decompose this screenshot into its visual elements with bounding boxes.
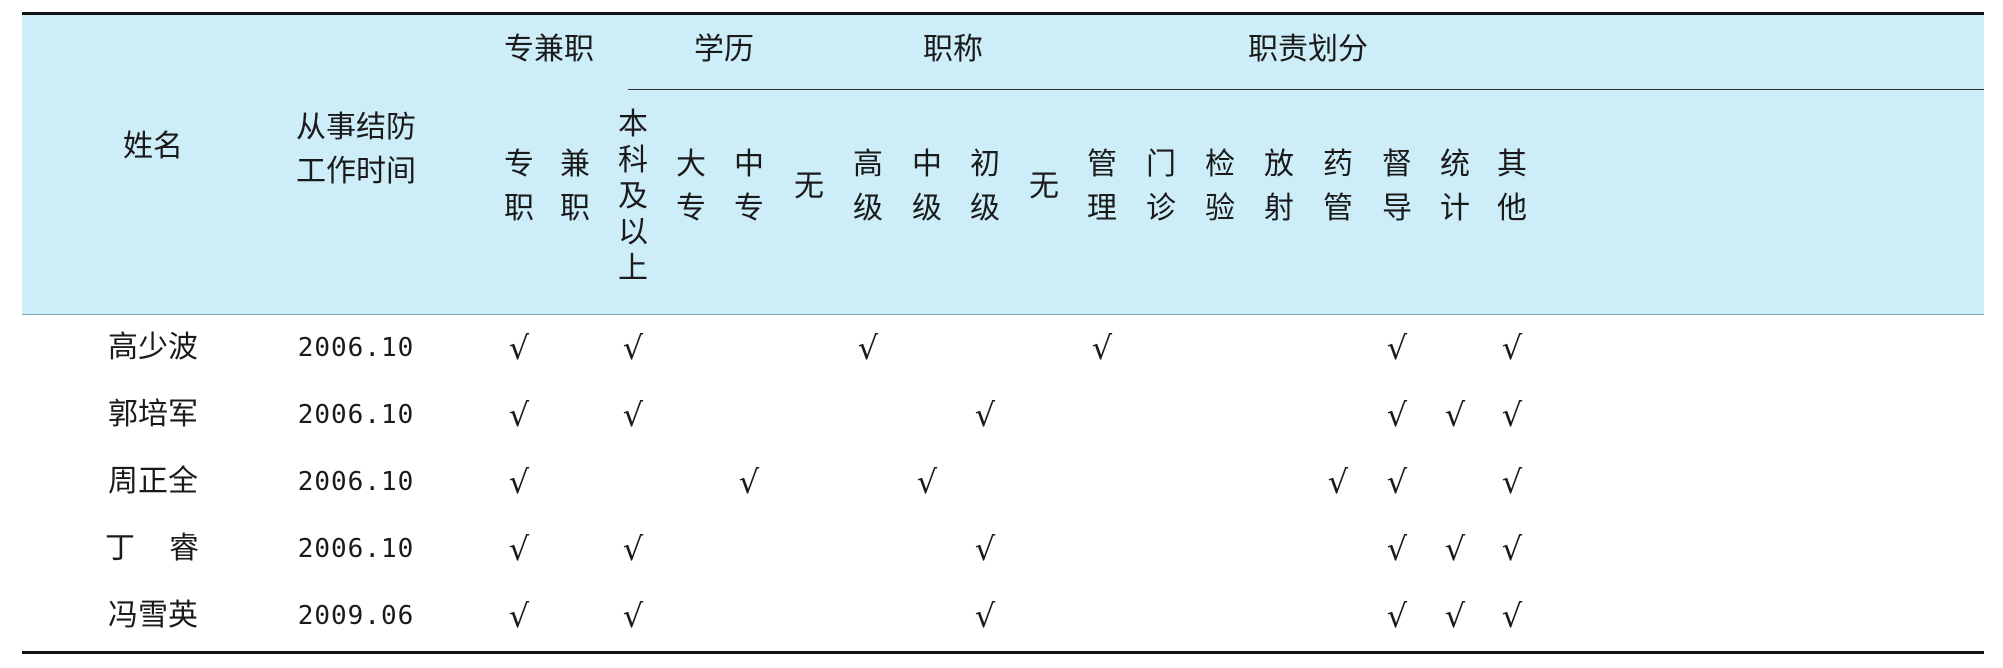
row-name: 高少波 [108, 330, 198, 365]
row-name: 丁 睿 [105, 531, 201, 566]
col-supervision: 督导 [1382, 147, 1412, 226]
check-mark-supervision: √ [1386, 530, 1408, 568]
row-date: 2006.10 [297, 534, 415, 564]
check-mark-full-time: √ [508, 530, 530, 568]
check-mark-other: √ [1501, 329, 1523, 367]
group-education: 学历 [694, 32, 754, 67]
table-row: 高少波 2006.10 √ √ √ √ √ √ [22, 316, 1984, 380]
check-mark-full-time: √ [508, 597, 530, 635]
table-top-rule [22, 12, 1984, 15]
table-row: 郭培军 2006.10 √ √ √ √ √ √ [22, 383, 1984, 447]
check-mark-junior: √ [974, 530, 996, 568]
col-senior: 高级 [853, 147, 883, 226]
check-mark-supervision: √ [1386, 597, 1408, 635]
col-intermediate: 中级 [912, 147, 942, 226]
col-radiology: 放射 [1264, 147, 1294, 226]
check-mark-statistics: √ [1444, 396, 1466, 434]
check-mark-full-time: √ [508, 463, 530, 501]
check-mark-supervision: √ [1386, 329, 1408, 367]
check-mark-supervision: √ [1386, 396, 1408, 434]
check-mark-other: √ [1501, 597, 1523, 635]
col-pharmacy: 药管 [1323, 147, 1353, 226]
table-row: 冯雪英 2009.06 √ √ √ √ √ √ [22, 584, 1984, 648]
col-junior: 初级 [970, 147, 1000, 226]
check-mark-full-time: √ [508, 329, 530, 367]
row-date: 2006.10 [297, 467, 415, 497]
check-mark-statistics: √ [1444, 597, 1466, 635]
col-college: 大专 [676, 147, 706, 226]
col-bachelor-plus: 本科及以上 [618, 107, 648, 286]
check-mark-other: √ [1501, 463, 1523, 501]
col-part-time: 兼职 [560, 147, 590, 226]
table-bottom-rule [22, 651, 1984, 654]
row-name: 周正全 [108, 464, 198, 499]
header-time-line2: 工作时间 [296, 154, 416, 189]
row-date: 2006.10 [297, 333, 415, 363]
group-duties: 职责划分 [1248, 32, 1368, 67]
col-statistics: 统计 [1440, 147, 1470, 226]
check-mark-supervision: √ [1386, 463, 1408, 501]
group-title: 职称 [923, 32, 983, 67]
check-mark-bachelor-plus: √ [622, 530, 644, 568]
col-full-time: 专职 [504, 147, 534, 226]
col-edu-none: 无 [794, 169, 824, 204]
check-mark-bachelor-plus: √ [622, 329, 644, 367]
check-mark-management: √ [1091, 329, 1113, 367]
table-header: 姓名 从事结防 工作时间 专兼职 学历 职称 职责划分 专职 兼职 本科及以上 … [22, 15, 1984, 315]
table-row: 周正全 2006.10 √ √ √ √ √ √ [22, 450, 1984, 514]
group-employment: 专兼职 [504, 32, 594, 67]
col-clinic: 门诊 [1146, 147, 1176, 226]
check-mark-bachelor-plus: √ [622, 396, 644, 434]
col-secondary: 中专 [734, 147, 764, 226]
check-mark-junior: √ [974, 396, 996, 434]
col-title-none: 无 [1029, 169, 1059, 204]
check-mark-intermediate: √ [916, 463, 938, 501]
row-date: 2009.06 [297, 601, 415, 631]
row-date: 2006.10 [297, 400, 415, 430]
check-mark-bachelor-plus: √ [622, 597, 644, 635]
col-other: 其他 [1497, 147, 1527, 226]
header-name: 姓名 [123, 129, 183, 164]
col-management: 管理 [1087, 147, 1117, 226]
check-mark-pharmacy: √ [1327, 463, 1349, 501]
group-underline [628, 89, 1984, 90]
row-name: 郭培军 [108, 397, 198, 432]
check-mark-senior: √ [857, 329, 879, 367]
table-row: 丁 睿 2006.10 √ √ √ √ √ √ [22, 517, 1984, 581]
check-mark-secondary: √ [738, 463, 760, 501]
check-mark-full-time: √ [508, 396, 530, 434]
check-mark-junior: √ [974, 597, 996, 635]
check-mark-statistics: √ [1444, 530, 1466, 568]
check-mark-other: √ [1501, 396, 1523, 434]
header-bottom-line [22, 314, 1984, 315]
header-time-line1: 从事结防 [296, 110, 416, 145]
row-name: 冯雪英 [108, 598, 198, 633]
col-lab: 检验 [1205, 147, 1235, 226]
check-mark-other: √ [1501, 530, 1523, 568]
